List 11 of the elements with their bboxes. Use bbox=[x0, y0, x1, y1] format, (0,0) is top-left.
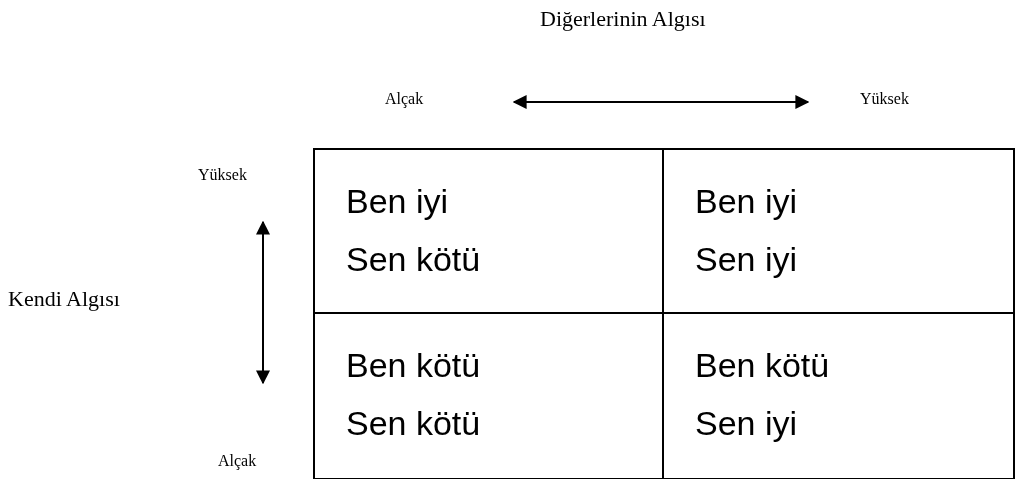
matrix-cell bbox=[662, 312, 1015, 479]
cell-text: Ben iyi Sen kötü bbox=[346, 181, 482, 280]
axis-end-label: Yüksek bbox=[860, 90, 909, 108]
axis-title: Kendi Algısı bbox=[8, 286, 120, 312]
cell-text: Ben kötü Sen iyi bbox=[695, 345, 831, 444]
cell-text: Ben kötü Sen kötü bbox=[346, 345, 482, 444]
axis-title: Diğerlerinin Algısı bbox=[540, 6, 706, 32]
cell-text: Ben iyi Sen iyi bbox=[695, 181, 799, 280]
axis-end-label: Alçak bbox=[218, 452, 257, 470]
axis-end-label: Alçak bbox=[385, 90, 424, 108]
axis-end-label: Yüksek bbox=[198, 166, 247, 184]
